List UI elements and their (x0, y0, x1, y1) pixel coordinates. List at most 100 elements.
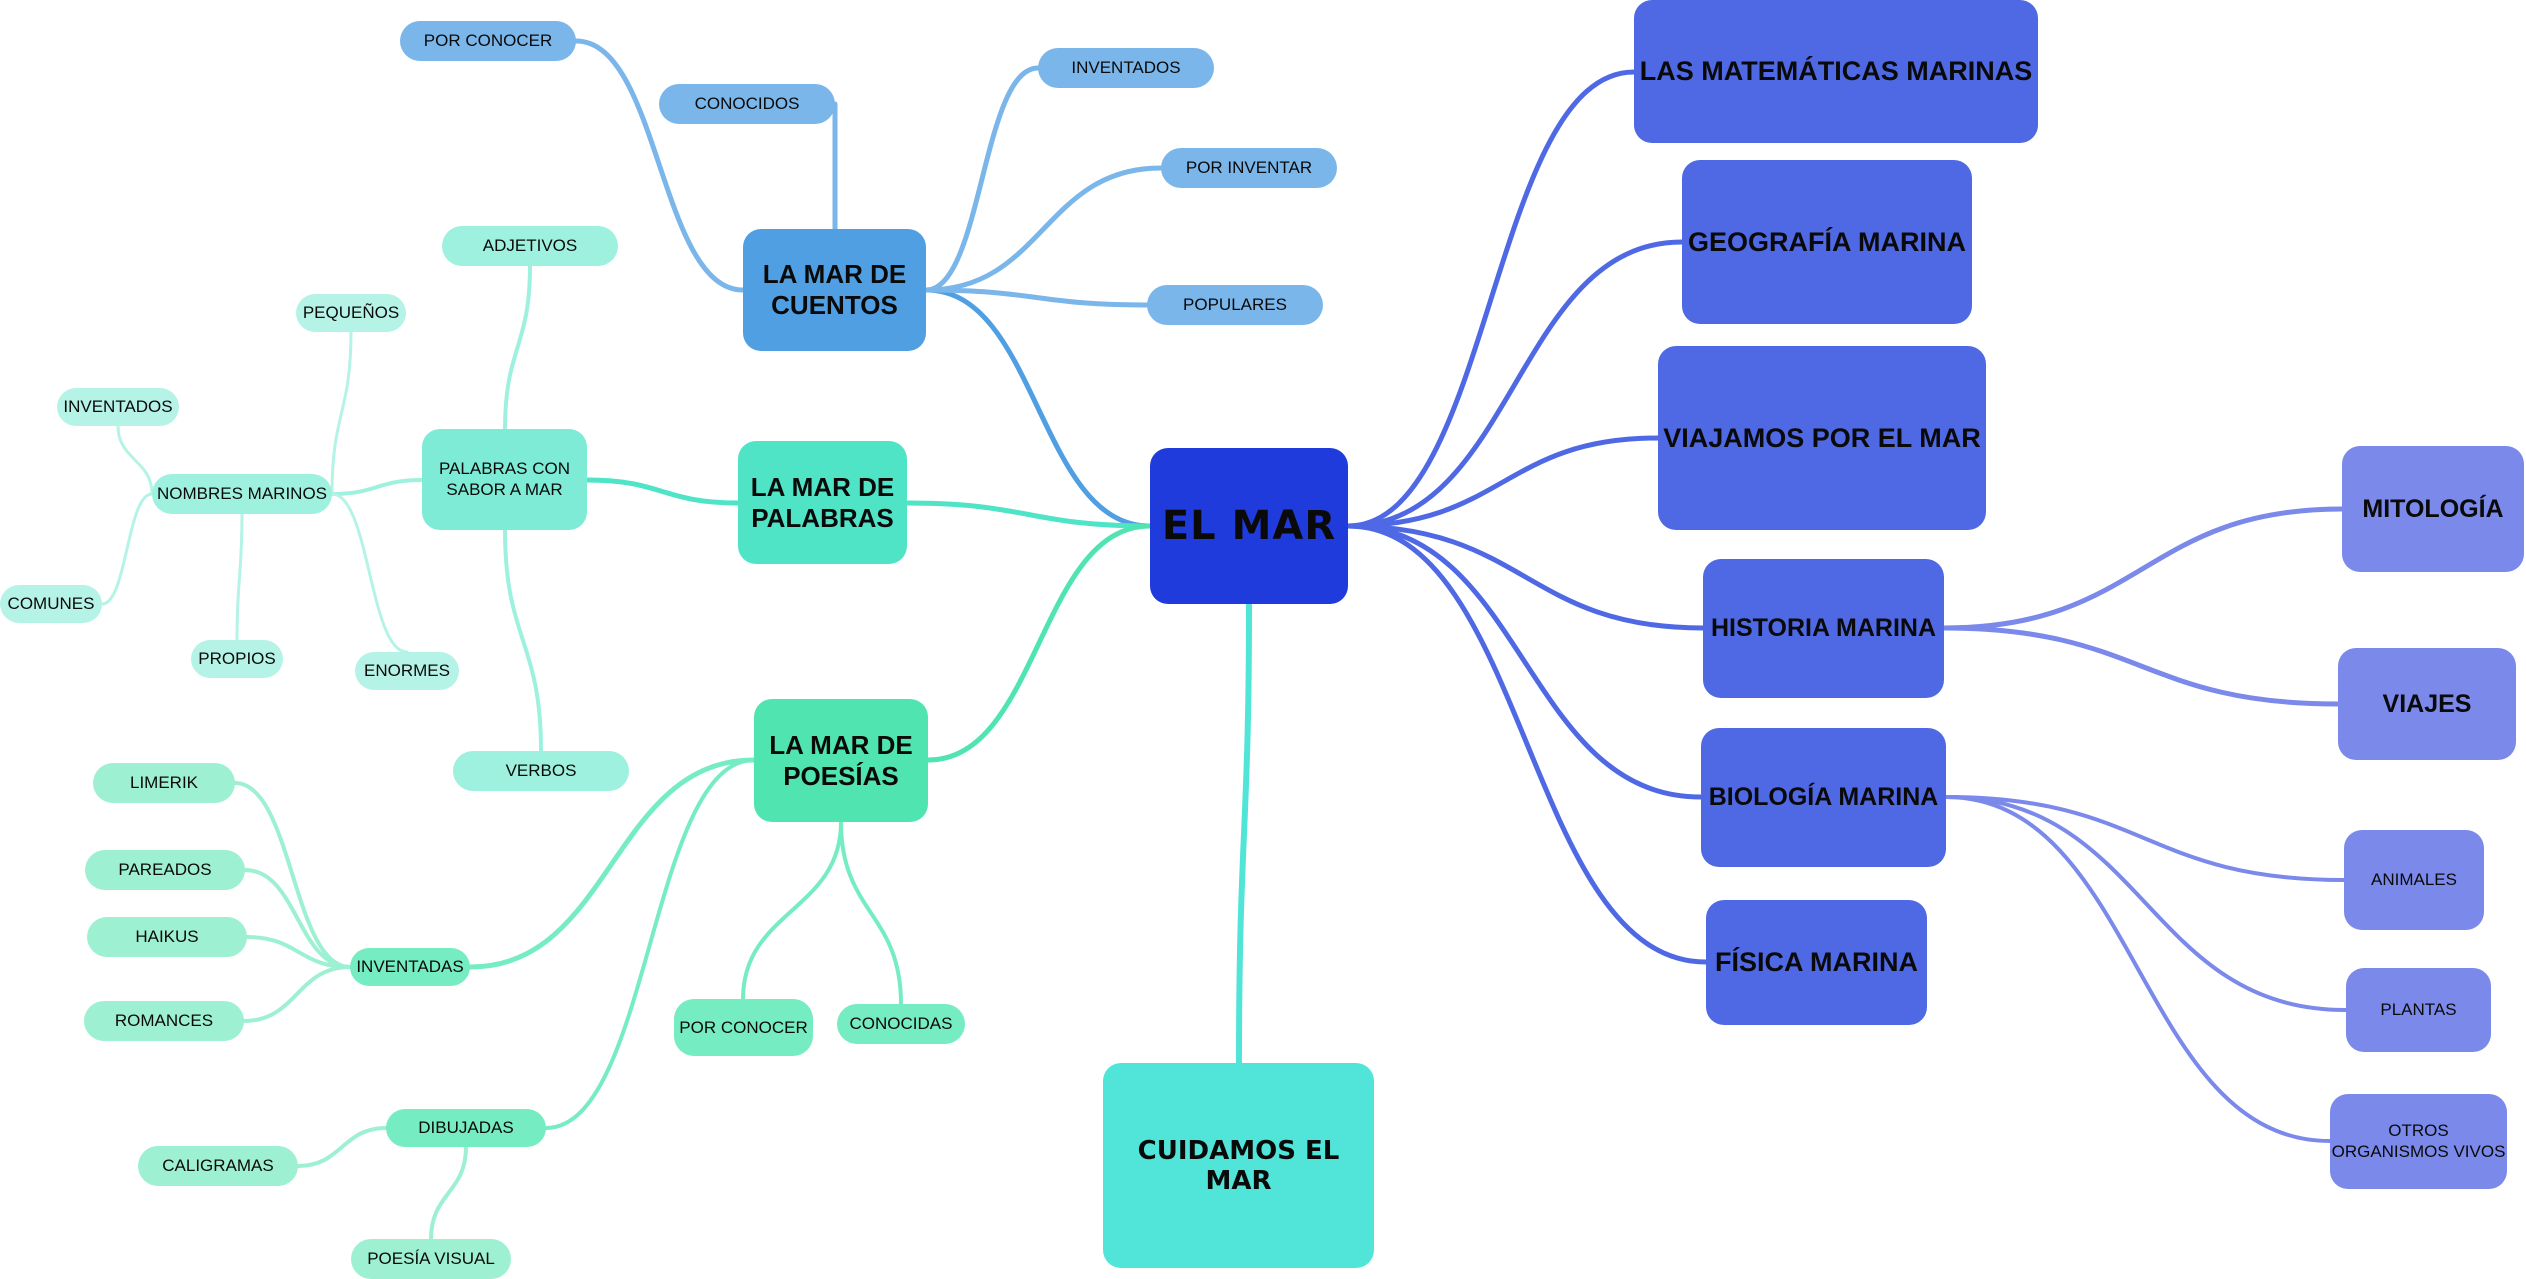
node-la-mar-de-palabras[interactable]: LA MAR DE PALABRAS (738, 441, 907, 564)
node-propios[interactable]: PROPIOS (191, 640, 283, 678)
node-enormes[interactable]: ENORMES (355, 652, 459, 690)
link-cuentos-inventados (923, 65, 1041, 293)
link-poesias-inventadas (467, 757, 757, 970)
label: CONOCIDAS (849, 1014, 953, 1033)
poesias-label: LA MAR DE POESÍAS (769, 729, 913, 791)
link-poesias-por-conocer (741, 820, 843, 1001)
label: HISTORIA MARINA (1711, 614, 1936, 642)
node-la-mar-de-poesias[interactable]: LA MAR DE POESÍAS (754, 699, 928, 822)
node-pequenos[interactable]: PEQUEÑOS (296, 294, 406, 332)
label: PROPIOS (198, 649, 276, 668)
link-root-historia (1345, 523, 1706, 631)
link-cuentos-por-inventar (923, 165, 1164, 293)
label: POESÍA VISUAL (367, 1249, 495, 1268)
node-conocidas[interactable]: CONOCIDAS (837, 1004, 965, 1044)
node-cuentos-por-conocer[interactable]: POR CONOCER (400, 21, 576, 61)
link-dibujadas-caligramas (296, 1126, 388, 1168)
label: PLANTAS (2380, 999, 2457, 1019)
label: INVENTADOS (63, 397, 173, 416)
node-la-mar-de-cuentos[interactable]: LA MAR DE CUENTOS (743, 229, 926, 351)
label: ENORMES (364, 661, 450, 680)
label: LIMERIK (129, 773, 199, 792)
node-las-matematicas-marinas[interactable]: LAS MATEMÁTICAS MARINAS (1634, 0, 2038, 143)
label: ANIMALES (2371, 869, 2457, 889)
link-root-cuentos (923, 287, 1153, 529)
link-root-geografia (1345, 239, 1685, 529)
link-inventadas-pareados (243, 868, 352, 969)
node-mitologia[interactable]: MITOLOGÍA (2342, 446, 2524, 572)
link-root-palabras (904, 500, 1153, 529)
link-root-cuidamos (1236, 601, 1252, 1066)
node-adjetivos[interactable]: ADJETIVOS (442, 226, 618, 266)
label: VERBOS (505, 761, 577, 780)
node-biologia-marina[interactable]: BIOLOGÍA MARINA (1701, 728, 1946, 867)
node-fisica-marina[interactable]: FÍSICA MARINA (1706, 900, 1927, 1025)
label: CALIGRAMAS (162, 1156, 274, 1175)
label: LAS MATEMÁTICAS MARINAS (1639, 56, 2033, 86)
node-poesia-visual[interactable]: POESÍA VISUAL (351, 1239, 511, 1279)
node-viajes[interactable]: VIAJES (2338, 648, 2516, 760)
node-geografia-marina[interactable]: GEOGRAFÍA MARINA (1682, 160, 1972, 324)
link-dibujadas-poesia-visual (429, 1145, 468, 1241)
label: ROMANCES (114, 1011, 214, 1030)
cuidamos-label: CUIDAMOS EL MAR (1137, 1135, 1340, 1196)
link-root-poesias (925, 523, 1153, 763)
label: COMUNES (7, 594, 95, 613)
label: NOMBRES MARINOS (156, 484, 328, 503)
node-limerik[interactable]: LIMERIK (93, 763, 235, 803)
link-nombres-propios (235, 512, 244, 642)
link-historia-mitologia (1941, 506, 2345, 631)
link-poesias-dibujadas (544, 758, 756, 1130)
link-root-fisica (1345, 523, 1709, 965)
node-palabras-con-sabor-a-mar[interactable]: PALABRAS CON SABOR A MAR (422, 429, 587, 530)
link-nombres-pequenos (330, 330, 353, 496)
node-cuentos-conocidos[interactable]: CONOCIDOS (659, 84, 835, 124)
node-animales[interactable]: ANIMALES (2344, 830, 2484, 930)
label: BIOLOGÍA MARINA (1708, 783, 1939, 811)
root-label: EL MAR (1161, 503, 1337, 549)
node-viajamos-por-el-mar[interactable]: VIAJAMOS POR EL MAR (1658, 346, 1986, 530)
label: CONOCIDOS (694, 94, 800, 113)
link-root-viajamos (1345, 435, 1661, 529)
link-nombres-inventados (116, 424, 154, 496)
link-cuentos-populares (923, 287, 1150, 308)
node-plantas[interactable]: PLANTAS (2346, 968, 2491, 1052)
link-mid-verbos (503, 528, 543, 753)
link-mid-nombres (330, 478, 424, 496)
node-inventadas[interactable]: INVENTADAS (350, 948, 470, 986)
node-comunes[interactable]: COMUNES (0, 585, 102, 623)
link-poesias-conocidas (839, 820, 903, 1006)
link-nombres-comunes (100, 492, 154, 606)
node-verbos[interactable]: VERBOS (453, 751, 629, 791)
label: POR CONOCER (423, 31, 553, 50)
label: INVENTADOS (1071, 58, 1181, 77)
node-otros-organismos-vivos[interactable]: OTROS ORGANISMOS VIVOS (2330, 1094, 2507, 1189)
link-cuentos-por-conocer (573, 38, 746, 293)
link-biologia-plantas (1944, 795, 2348, 1012)
link-nombres-enormes (330, 492, 409, 654)
link-mid-adjetivos (503, 264, 532, 431)
node-poesias-por-conocer[interactable]: POR CONOCER (674, 999, 813, 1056)
node-cuentos-por-inventar[interactable]: POR INVENTAR (1161, 148, 1337, 188)
label: POR CONOCER (679, 1017, 808, 1037)
node-haikus[interactable]: HAIKUS (87, 917, 247, 957)
node-romances[interactable]: ROMANCES (84, 1001, 244, 1041)
node-caligramas[interactable]: CALIGRAMAS (138, 1146, 298, 1186)
node-nombres-marinos[interactable]: NOMBRES MARINOS (152, 474, 332, 514)
root-node-el-mar[interactable]: EL MAR (1150, 448, 1348, 604)
label: PALABRAS CON SABOR A MAR (438, 459, 570, 499)
label: ADJETIVOS (482, 236, 578, 255)
node-cuidamos-el-mar[interactable]: CUIDAMOS EL MAR (1103, 1063, 1374, 1268)
node-pareados[interactable]: PAREADOS (85, 850, 245, 890)
node-dibujadas[interactable]: DIBUJADAS (386, 1109, 546, 1147)
node-nombres-inventados[interactable]: INVENTADOS (57, 388, 179, 426)
label: PAREADOS (118, 860, 212, 879)
label: DIBUJADAS (418, 1118, 514, 1137)
node-historia-marina[interactable]: HISTORIA MARINA (1703, 559, 1944, 698)
label: VIAJES (2382, 689, 2472, 718)
link-historia-viajes (1941, 625, 2341, 707)
label: FÍSICA MARINA (1715, 947, 1918, 977)
node-cuentos-inventados[interactable]: INVENTADOS (1038, 48, 1214, 88)
node-cuentos-populares[interactable]: POPULARES (1147, 285, 1323, 325)
